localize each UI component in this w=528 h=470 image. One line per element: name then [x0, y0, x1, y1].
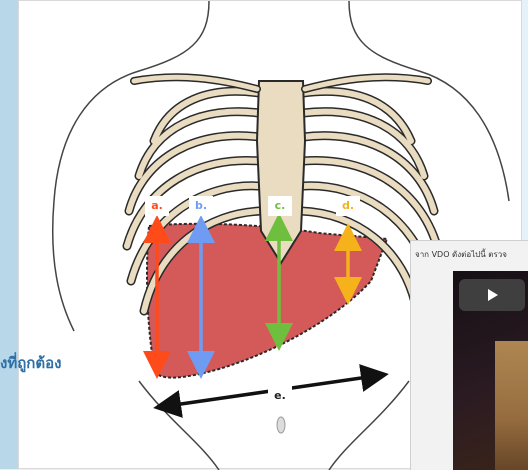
video-player[interactable]	[453, 271, 528, 470]
play-button[interactable]	[459, 279, 525, 311]
sternum-shape	[257, 81, 305, 263]
slide-left-band	[0, 0, 18, 469]
label-c: c.	[268, 196, 292, 216]
label-d: d.	[336, 196, 360, 216]
play-icon	[488, 289, 498, 301]
video-panel: จาก VDO ดังต่อไปนี้ ตรวจ	[410, 240, 528, 470]
video-caption: จาก VDO ดังต่อไปนี้ ตรวจ	[415, 248, 528, 261]
question-text: งที่ถูกต้อง	[0, 351, 120, 375]
label-b: b.	[189, 196, 213, 216]
label-a: a.	[145, 196, 169, 216]
label-e: e.	[268, 386, 292, 406]
video-thumbnail	[495, 341, 528, 470]
